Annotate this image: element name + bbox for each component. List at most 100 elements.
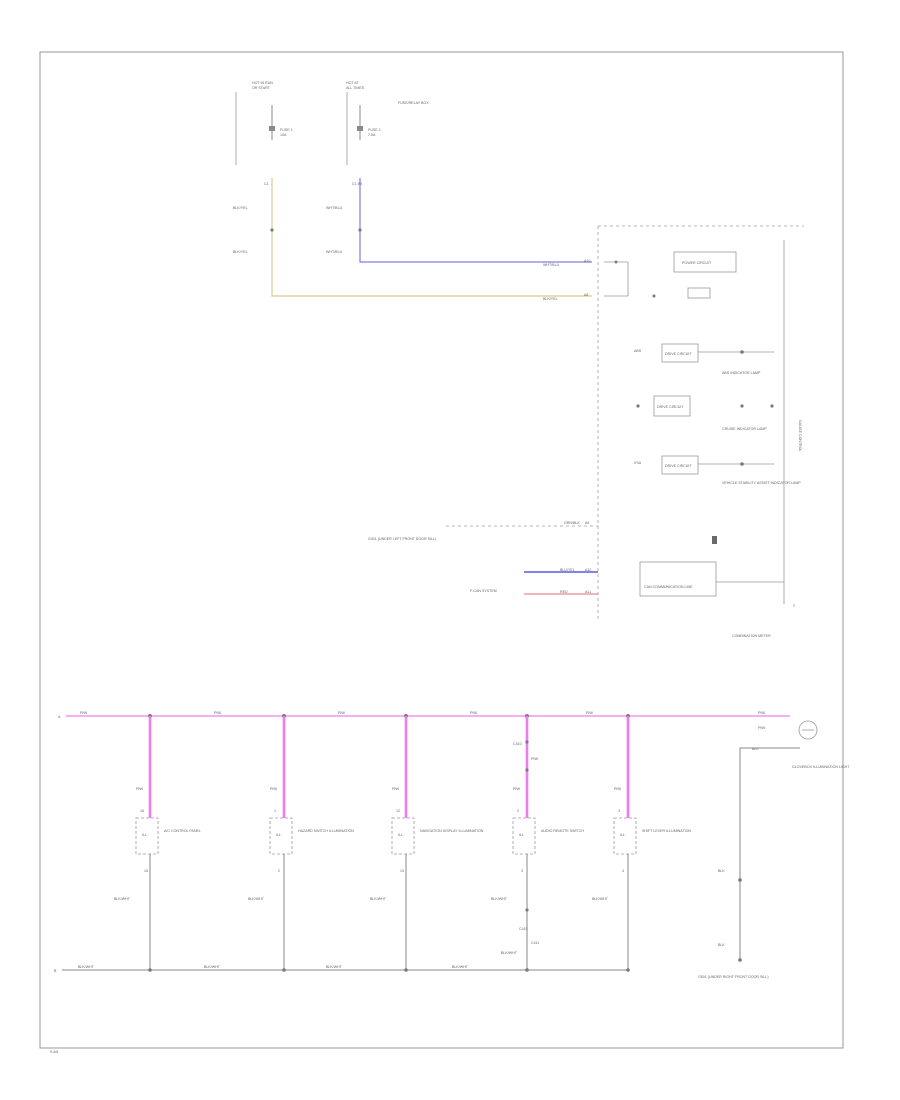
gauge-input-1-wire: WHT/BLU — [543, 263, 560, 267]
fuse-2-conn: C1 B8 — [352, 182, 362, 186]
bus-seg-5: PNK — [586, 711, 594, 715]
switch-symbol-3: ILL — [398, 833, 403, 837]
gbus-seg-2: BLK/WHT — [204, 965, 221, 969]
fuse-1-rating: 10A — [280, 133, 287, 137]
fuse-2-wire-mid: WHT/BLU — [326, 250, 343, 254]
gauge-ground-wire: GRN/BLK — [564, 521, 580, 525]
glovebox-light: PNK BLK GLOVEBOX ILLUMINATION LIGHT BLK … — [698, 720, 850, 979]
branch-wire-top-4: PNK — [513, 787, 521, 791]
branch-extra-wire-bottom: BLK/WHT — [501, 951, 518, 955]
fuse-1-wire-mid: BLK/YEL — [233, 250, 248, 254]
ground-node-5 — [626, 968, 630, 972]
pink-bus: A PNK PNK PNK PNK PNK PNK — [58, 711, 790, 719]
drive-circuit-1-title: DRIVE CIRCUIT — [665, 352, 692, 356]
branch-wire-bottom-1: BLK/WHT — [114, 897, 131, 901]
drive-circuit-1-lamp: ABS INDICATOR LAMP — [722, 371, 761, 375]
branch-wire-top-3: PNK — [392, 787, 400, 791]
branch-pin-top-3: 12 — [396, 809, 400, 813]
branch-pin-bottom-2: 2 — [278, 869, 280, 873]
branch-wire-bottom-5: BLK/WHT — [592, 897, 609, 901]
branch-wire-top-5: PNK — [614, 787, 622, 791]
ground-bus-label: B — [54, 969, 57, 973]
gauge-ground: GRN/BLK A5 G401 (UNDER LEFT FRONT DOOR S… — [368, 521, 598, 541]
combination-meter-label: COMBINATION METER — [732, 634, 771, 638]
power-circuit-box — [673, 251, 737, 273]
branch-pin-top-2: 1 — [274, 809, 276, 813]
drive-circuit-3-lamp: VEHICLE STABILITY ASSIST INDICATOR LAMP — [722, 481, 801, 485]
fuse-box-label-text: FUSE/RELAY BOX — [398, 101, 429, 105]
branch-wire-top-1: PNK — [136, 787, 144, 791]
branch-pin-bottom-5: 4 — [622, 869, 624, 873]
gauge-ground-label: G401 (UNDER LEFT FRONT DOOR SILL) — [368, 537, 436, 541]
switch-box-1 — [135, 817, 159, 855]
drive-circuit-1: ABS DRIVE CIRCUIT ABS INDICATOR LAMP — [634, 343, 774, 375]
branch-pin-bottom-4: 3 — [521, 869, 523, 873]
switch-box-4 — [512, 817, 536, 855]
can-wire-2-pin: A11 — [585, 590, 591, 594]
power-circuit-label: POWER CIRCUIT — [682, 261, 712, 265]
bulb-ground-pin: BLK — [718, 943, 725, 947]
ground-bus: B BLK/WHT BLK/WHT BLK/WHT BLK/WHT — [54, 965, 628, 973]
ground-node-1 — [148, 968, 152, 972]
fuse-1: HOT IN RUN OR START FUSE 1 10A C1 BLK/YE… — [233, 81, 293, 254]
gbus-seg-1: BLK/WHT — [78, 965, 95, 969]
can-source-label: F-CAN SYSTEM — [470, 589, 497, 593]
page-ref: 9-4/8 — [50, 1050, 58, 1054]
branch-pin-top-4: 2 — [517, 809, 519, 813]
branch-extra-node-c — [525, 908, 529, 912]
branch-extra-conn-2: C410 — [519, 927, 528, 931]
gbus-seg-3: BLK/WHT — [326, 965, 343, 969]
combination-meter: COMBINATION METER WHT/BLU A10 BLK/YEL A8… — [543, 225, 804, 638]
fuse-1-title: HOT IN RUN — [252, 81, 273, 85]
drive-circuit-3: VSA DRIVE CIRCUIT VEHICLE STABILITY ASSI… — [634, 455, 801, 485]
switch-box-5 — [613, 817, 637, 855]
switch-box-2 — [269, 817, 293, 855]
branch-extra-conn-1: C410 — [513, 742, 522, 746]
fuse-2-subtitle: ALL TIMES — [346, 86, 365, 90]
wire-blk-yel — [271, 178, 592, 297]
branch-pin-top-1: 16 — [140, 809, 144, 813]
fuse-2: HOT AT ALL TIMES FUSE 2 7.5A C1 B8 WHT/B… — [326, 81, 381, 254]
fuse-box-label: FUSE/RELAY BOX — [398, 101, 429, 105]
svg-text:ABS: ABS — [634, 349, 642, 353]
bulb-name: GLOVEBOX ILLUMINATION LIGHT — [792, 765, 850, 769]
ground-node-4 — [525, 968, 529, 972]
branch-wire-top-2: PNK — [270, 787, 278, 791]
switch-name-3: NAVIGATION DISPLAY ILLUMINATION — [420, 829, 484, 833]
switch-symbol-4: ILL — [519, 833, 524, 837]
branch-wire-bottom-2: BLK/WHT — [248, 897, 265, 901]
switch-symbol-2: ILL — [276, 833, 281, 837]
can-wire-1-pin: A12 — [585, 568, 591, 572]
gbus-seg-4: BLK/WHT — [452, 965, 469, 969]
fuse-2-rating: 7.5A — [368, 133, 376, 137]
bus-seg-1: PNK — [80, 711, 88, 715]
switch-name-2: HAZARD SWITCH ILLUMINATION — [298, 829, 354, 833]
switch-name-1: A/C CONTROL PANEL — [164, 829, 201, 833]
can-wire-1: BLU/YEL — [560, 568, 575, 572]
branch-wire-bottom-3: BLK/WHT — [370, 897, 387, 901]
gauge-side-label: GAUGE CONTROL — [798, 420, 802, 452]
switch-symbol-5: ILL — [620, 833, 625, 837]
switch-symbol-1: ILL — [142, 833, 147, 837]
fuse-1-conn: C1 — [264, 182, 269, 186]
switch-box-3 — [391, 817, 415, 855]
branch-pin-bottom-3: 13 — [400, 869, 404, 873]
ground-node-3 — [404, 968, 408, 972]
can-wires: BLU/YEL A12 RED A11 F-CAN SYSTEM — [470, 568, 598, 595]
drive-circuit-3-title: DRIVE CIRCUIT — [665, 464, 692, 468]
wire-wht-blu — [359, 178, 592, 263]
drive-circuit-2-lamp: CRUISE INDICATOR LAMP — [722, 427, 767, 431]
branch-extra-node-a — [525, 740, 529, 744]
switch-name-5: SHIFT LEVER ILLUMINATION — [642, 829, 691, 833]
can-wire-2: RED — [560, 590, 568, 594]
bulb-ground-pin-top: BLK — [718, 869, 725, 873]
bulb-ground-label: G501 (UNDER RIGHT FRONT DOOR SILL) — [698, 975, 769, 979]
branch-pin-top-5: 3 — [618, 809, 620, 813]
drive-circuit-2-title: DRIVE CIRCUIT — [657, 405, 684, 409]
svg-text:VSA: VSA — [634, 461, 642, 465]
branch-extra-conn-3: C411 — [531, 941, 539, 945]
branch-extra-node-b — [525, 768, 529, 772]
gauge-input-2-wire: BLK/YEL — [543, 297, 558, 301]
